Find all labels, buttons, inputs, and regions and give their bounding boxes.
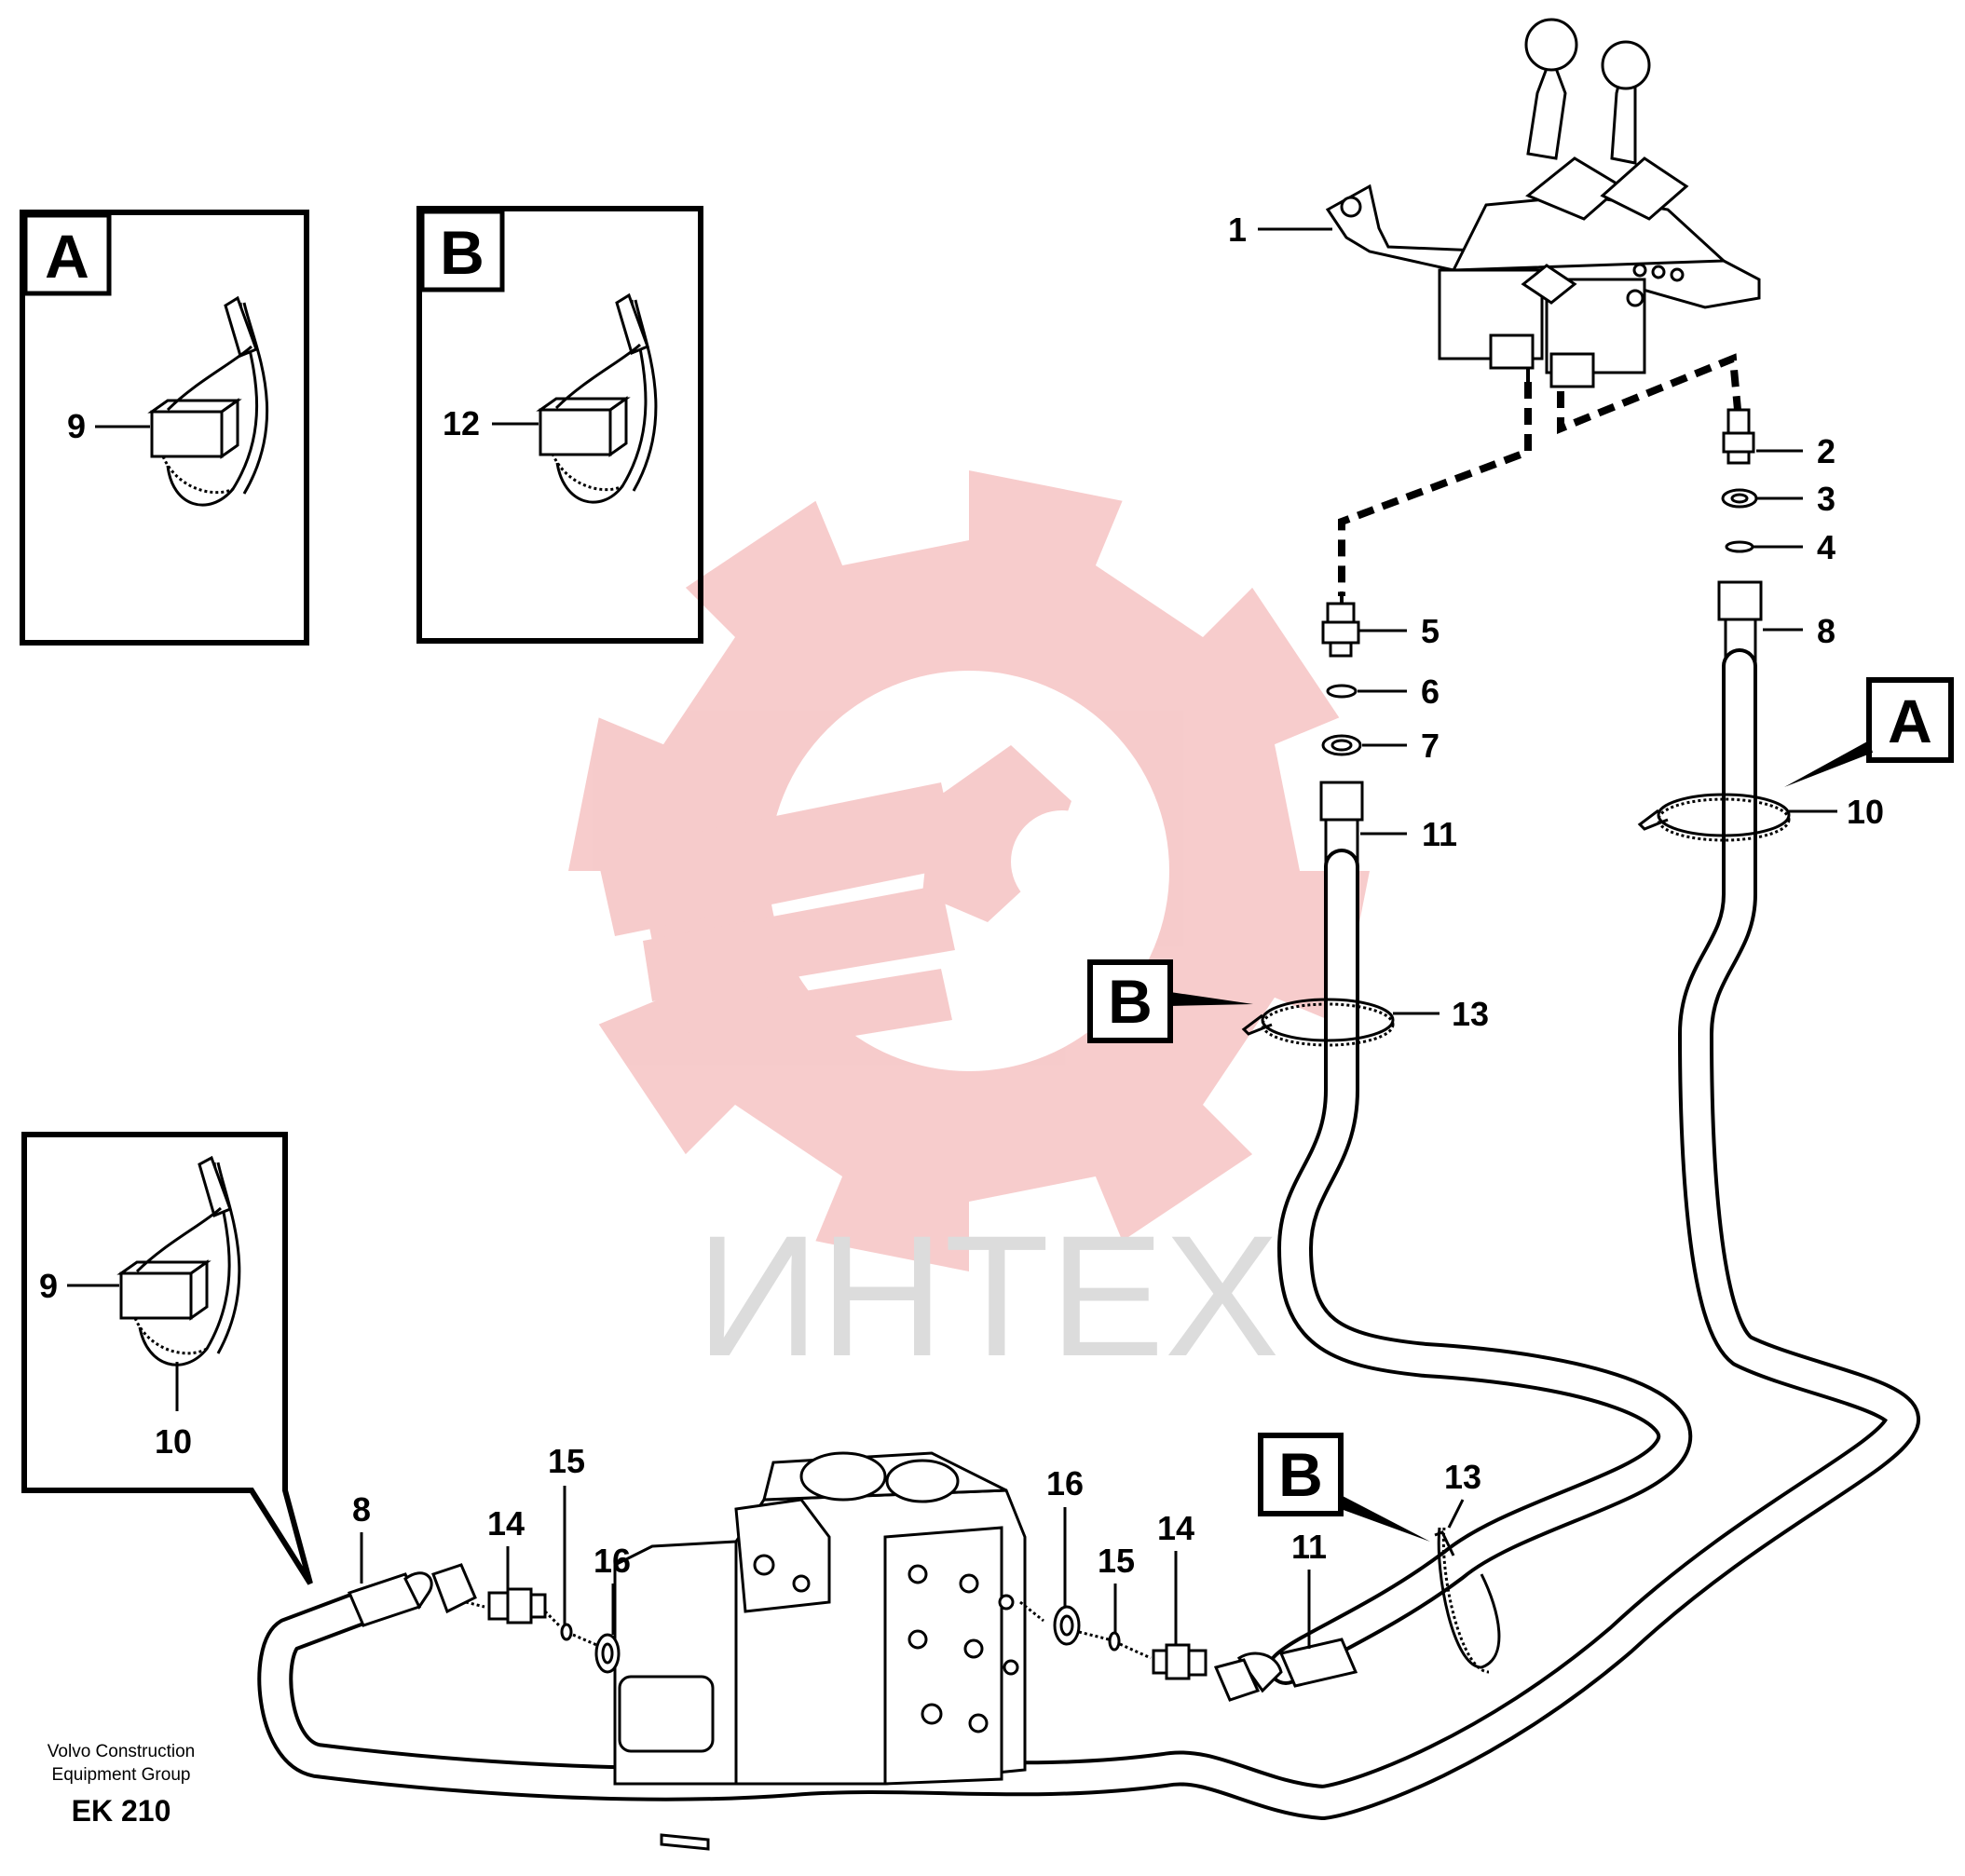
fitting-chain-left <box>465 1587 621 1674</box>
main-valve-block <box>613 1451 1027 1851</box>
part-label-4: 4 <box>1817 528 1835 566</box>
part-label-7: 7 <box>1421 727 1440 765</box>
hydraulic-hose-8-inner <box>261 652 1917 1816</box>
pilot-line-dashed <box>1338 353 1741 596</box>
watermark-gear-ring <box>568 470 1370 1271</box>
callout-b-lower: B <box>1258 1433 1430 1542</box>
part-label-3: 3 <box>1817 480 1835 518</box>
drawing-code: EK 210 <box>71 1794 171 1828</box>
part-label-16-left: 16 <box>594 1542 631 1580</box>
pilot-line-solid <box>1340 368 1740 605</box>
part-label-8-lower: 8 <box>352 1490 371 1529</box>
part-label-2: 2 <box>1817 432 1835 470</box>
hose-end-fitting-8 <box>347 1563 477 1627</box>
part-label-16-right: 16 <box>1046 1464 1084 1502</box>
control-valve-assembly <box>1325 18 1761 388</box>
fitting-stack-left <box>1319 602 1364 868</box>
part-label-6: 6 <box>1421 673 1440 711</box>
detail-lower-part-10: 10 <box>155 1422 192 1461</box>
leader-lines <box>360 227 1837 1649</box>
watermark-gear-icon <box>568 470 1370 1271</box>
fitting-stack-right <box>1717 408 1763 668</box>
company-line-2: Equipment Group <box>51 1765 191 1785</box>
detail-lower-part-9: 9 <box>39 1267 58 1305</box>
part-label-10: 10 <box>1847 793 1884 831</box>
fitting-chain-right <box>1019 1600 1208 1680</box>
cable-tie-10 <box>1637 793 1791 842</box>
callout-b: B <box>1087 959 1253 1043</box>
cable-tie-mount-icon <box>116 1155 241 1366</box>
hose-end-fitting-11 <box>1213 1638 1358 1702</box>
detail-box-b: B 12 <box>416 206 703 644</box>
part-label-11-lower: 11 <box>1291 1528 1327 1566</box>
detail-box-a-letter: A <box>45 222 89 291</box>
part-label-8: 8 <box>1817 612 1835 650</box>
detail-box-a: A 9 <box>20 210 309 646</box>
part-label-13-lower: 13 <box>1444 1458 1481 1496</box>
callout-a-letter: A <box>1888 687 1932 755</box>
watermark-wrench-icon <box>596 745 1071 1062</box>
detail-a-part-9: 9 <box>67 407 86 445</box>
callout-b-lower-letter: B <box>1278 1440 1323 1509</box>
company-line-1: Volvo Construction <box>47 1742 196 1761</box>
cable-tie-13 <box>1241 998 1395 1047</box>
part-label-11: 11 <box>1422 815 1457 853</box>
detail-b-part-12: 12 <box>443 404 480 442</box>
footer: Volvo Construction Equipment Group EK 21… <box>19 1740 224 1828</box>
cable-tie-13-lower <box>1434 1527 1501 1674</box>
part-label-5: 5 <box>1421 612 1440 650</box>
detail-box-lower: 9 10 <box>21 1132 313 1585</box>
hydraulic-hose-11-inner <box>1272 852 1689 1681</box>
cable-tie-mount-icon <box>536 292 658 504</box>
callout-b-letter: B <box>1108 967 1153 1036</box>
part-label-14-left: 14 <box>487 1504 525 1543</box>
part-label-1: 1 <box>1228 211 1247 249</box>
detail-box-b-letter: B <box>440 218 484 287</box>
watermark-text: ИНТЕХ <box>696 1201 1279 1393</box>
cable-tie-mount-icon <box>147 295 269 507</box>
part-label-15-right: 15 <box>1098 1542 1135 1580</box>
part-label-15-left: 15 <box>548 1442 585 1480</box>
part-label-13: 13 <box>1452 995 1489 1033</box>
callout-a: A <box>1784 677 1954 787</box>
part-label-14-right: 14 <box>1157 1509 1194 1547</box>
